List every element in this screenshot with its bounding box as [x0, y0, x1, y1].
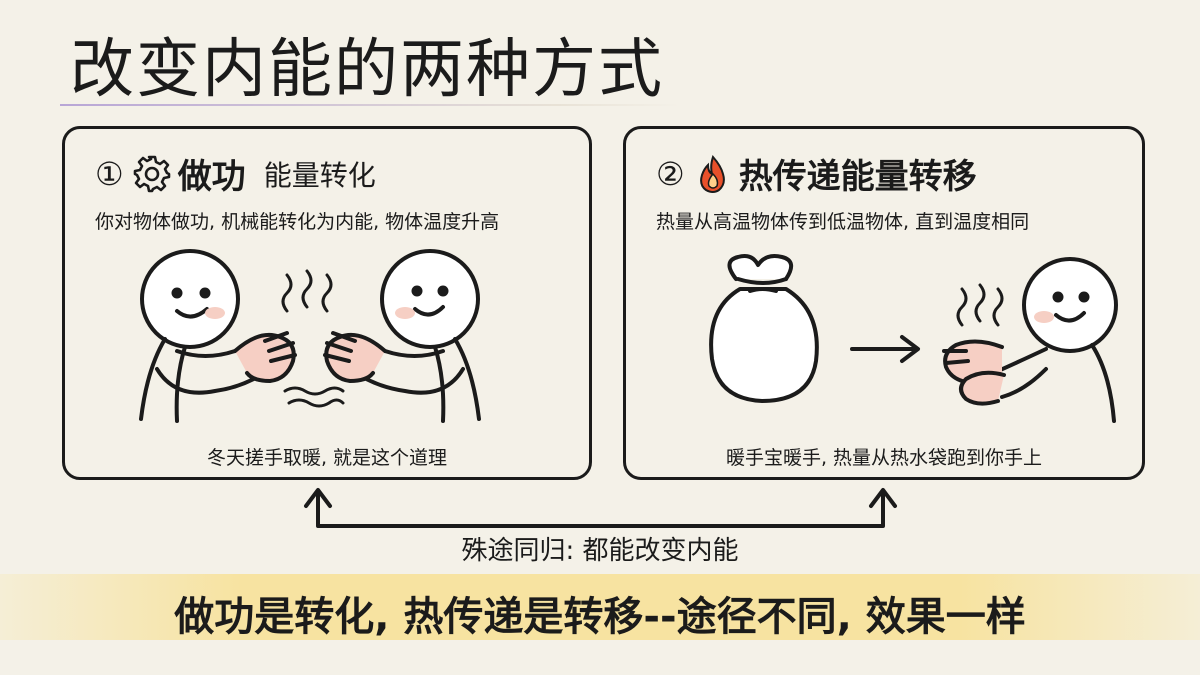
title-underline [60, 104, 680, 106]
panel-heat-title: 热传递能量转移 [738, 157, 977, 197]
fire-icon [693, 154, 733, 194]
panel-work-description: 你对物体做功, 机械能转化为内能, 物体温度升高 [95, 211, 500, 233]
left-person-figure [139, 249, 272, 423]
rubbing-hands-illustration [139, 249, 481, 423]
panel-heat-transfer: ② 热传递能量转移 热量从高温物体传到低温物体, 直到温度相同 [623, 126, 1145, 480]
panel-heat-caption: 暖手宝暖手, 热量从热水袋跑到你手上 [725, 447, 1043, 469]
heat-squiggles [281, 269, 345, 408]
gear-icon [132, 154, 172, 194]
panel-work: ① 做功 能量转化 你对物体做功, 机械能转化为内能, 物体温度升高 [62, 126, 592, 480]
panel-work-caption: 冬天搓手取暖, 就是这个道理 [206, 447, 448, 469]
panel-work-header: ① 做功 能量转化 [95, 149, 376, 198]
connector-label: 殊途同归: 都能改变内能 [461, 536, 739, 566]
summary-banner [0, 574, 1200, 640]
panel-work-number: ① [95, 154, 124, 193]
hand-heat-squiggles [956, 283, 1004, 327]
left-hands [233, 331, 297, 383]
warm-person-figure [996, 257, 1118, 423]
right-hands [323, 331, 387, 383]
panel-heat-number: ② [656, 154, 685, 193]
right-person-figure [348, 249, 481, 423]
panel-work-title: 做功 [177, 157, 246, 197]
panel-heat-header: ② 热传递能量转移 [656, 149, 977, 198]
transfer-arrow [850, 335, 920, 363]
panel-heat-description: 热量从高温物体传到低温物体, 直到温度相同 [656, 211, 1030, 233]
hot-water-bag-illustration [709, 254, 1118, 423]
warm-hands [942, 339, 1006, 406]
panel-work-subtitle: 能量转化 [263, 158, 376, 192]
summary-text: 做功是转化, 热传递是转移--途径不同, 效果一样 [174, 594, 1026, 640]
hot-water-bag [709, 254, 819, 403]
page-title: 改变内能的两种方式 [70, 33, 664, 107]
